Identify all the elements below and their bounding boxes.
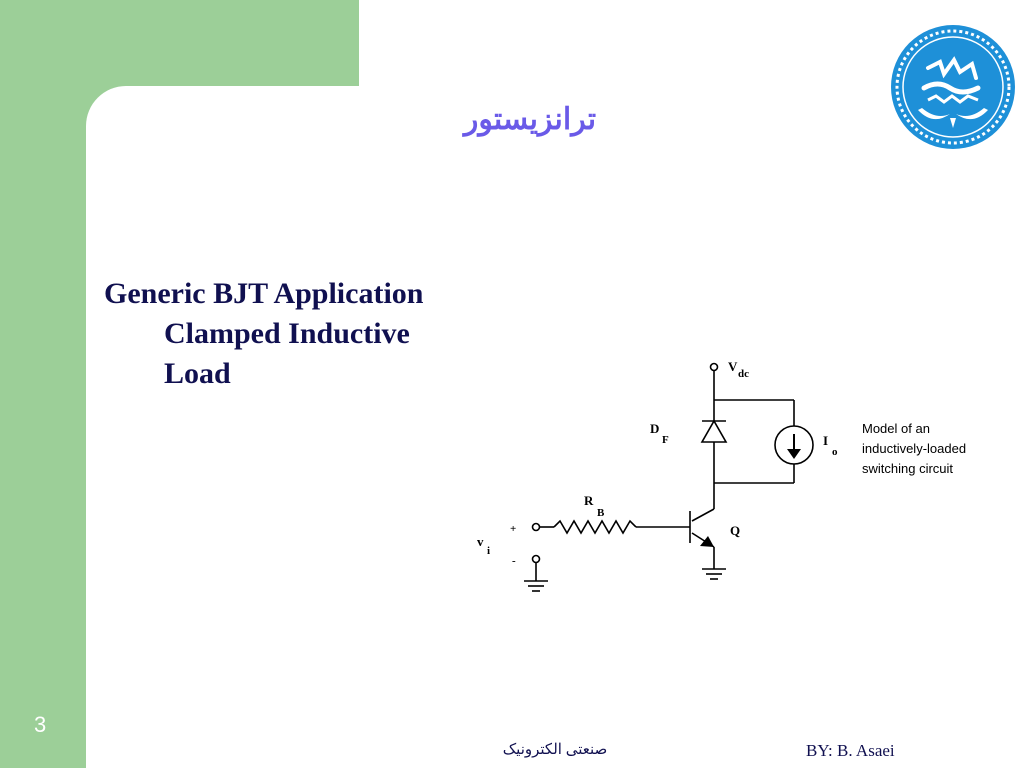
- top-green-bar: [86, 0, 359, 86]
- circuit-description-line-1: Model of an: [862, 421, 930, 436]
- content-corner: [86, 86, 166, 166]
- vdc-terminal: [709, 362, 719, 372]
- vi-subscript: i: [487, 545, 490, 557]
- diode-symbol: [700, 419, 728, 443]
- left-green-bar: [0, 0, 86, 768]
- df-subscript: F: [662, 434, 669, 446]
- emitter-arrow: [700, 536, 714, 547]
- rb-subscript: B: [597, 507, 605, 519]
- io-label: I: [823, 433, 828, 448]
- input-terminal-plus: [531, 522, 541, 532]
- footer-author: BY: B. Asaei: [806, 741, 895, 760]
- input-terminal-minus: [531, 554, 541, 564]
- vi-label: v: [477, 534, 484, 549]
- circuit-description-line-3: switching circuit: [862, 461, 953, 476]
- heading-line-3: Load: [164, 357, 231, 390]
- df-label: D: [650, 421, 659, 436]
- q-label: Q: [730, 523, 740, 538]
- circuit-description-line-2: inductively-loaded: [862, 441, 966, 456]
- minus-sign: -: [512, 555, 516, 567]
- slide-heading: Generic BJT Application Clamped Inductiv…: [104, 274, 423, 394]
- page-number: 3: [34, 712, 47, 737]
- heading-line-1: Generic BJT Application: [104, 277, 424, 310]
- resistor-rb: [553, 519, 637, 535]
- plus-sign: +: [510, 523, 516, 535]
- bjt-circuit-diagram: V dc D F I o R B Q v i + - Model of an i…: [477, 359, 966, 592]
- university-logo: [891, 25, 1015, 149]
- ground-symbol-emitter: [702, 568, 726, 580]
- slide-title: ترانزیستور: [463, 103, 597, 136]
- rb-label: R: [584, 493, 594, 508]
- footer-course: صنعتی الکترونیک: [502, 742, 608, 758]
- io-subscript: o: [832, 446, 838, 458]
- vdc-subscript: dc: [738, 368, 749, 380]
- heading-line-2: Clamped Inductive: [164, 317, 410, 350]
- ground-symbol-input: [524, 580, 548, 592]
- vdc-label: V: [728, 359, 738, 374]
